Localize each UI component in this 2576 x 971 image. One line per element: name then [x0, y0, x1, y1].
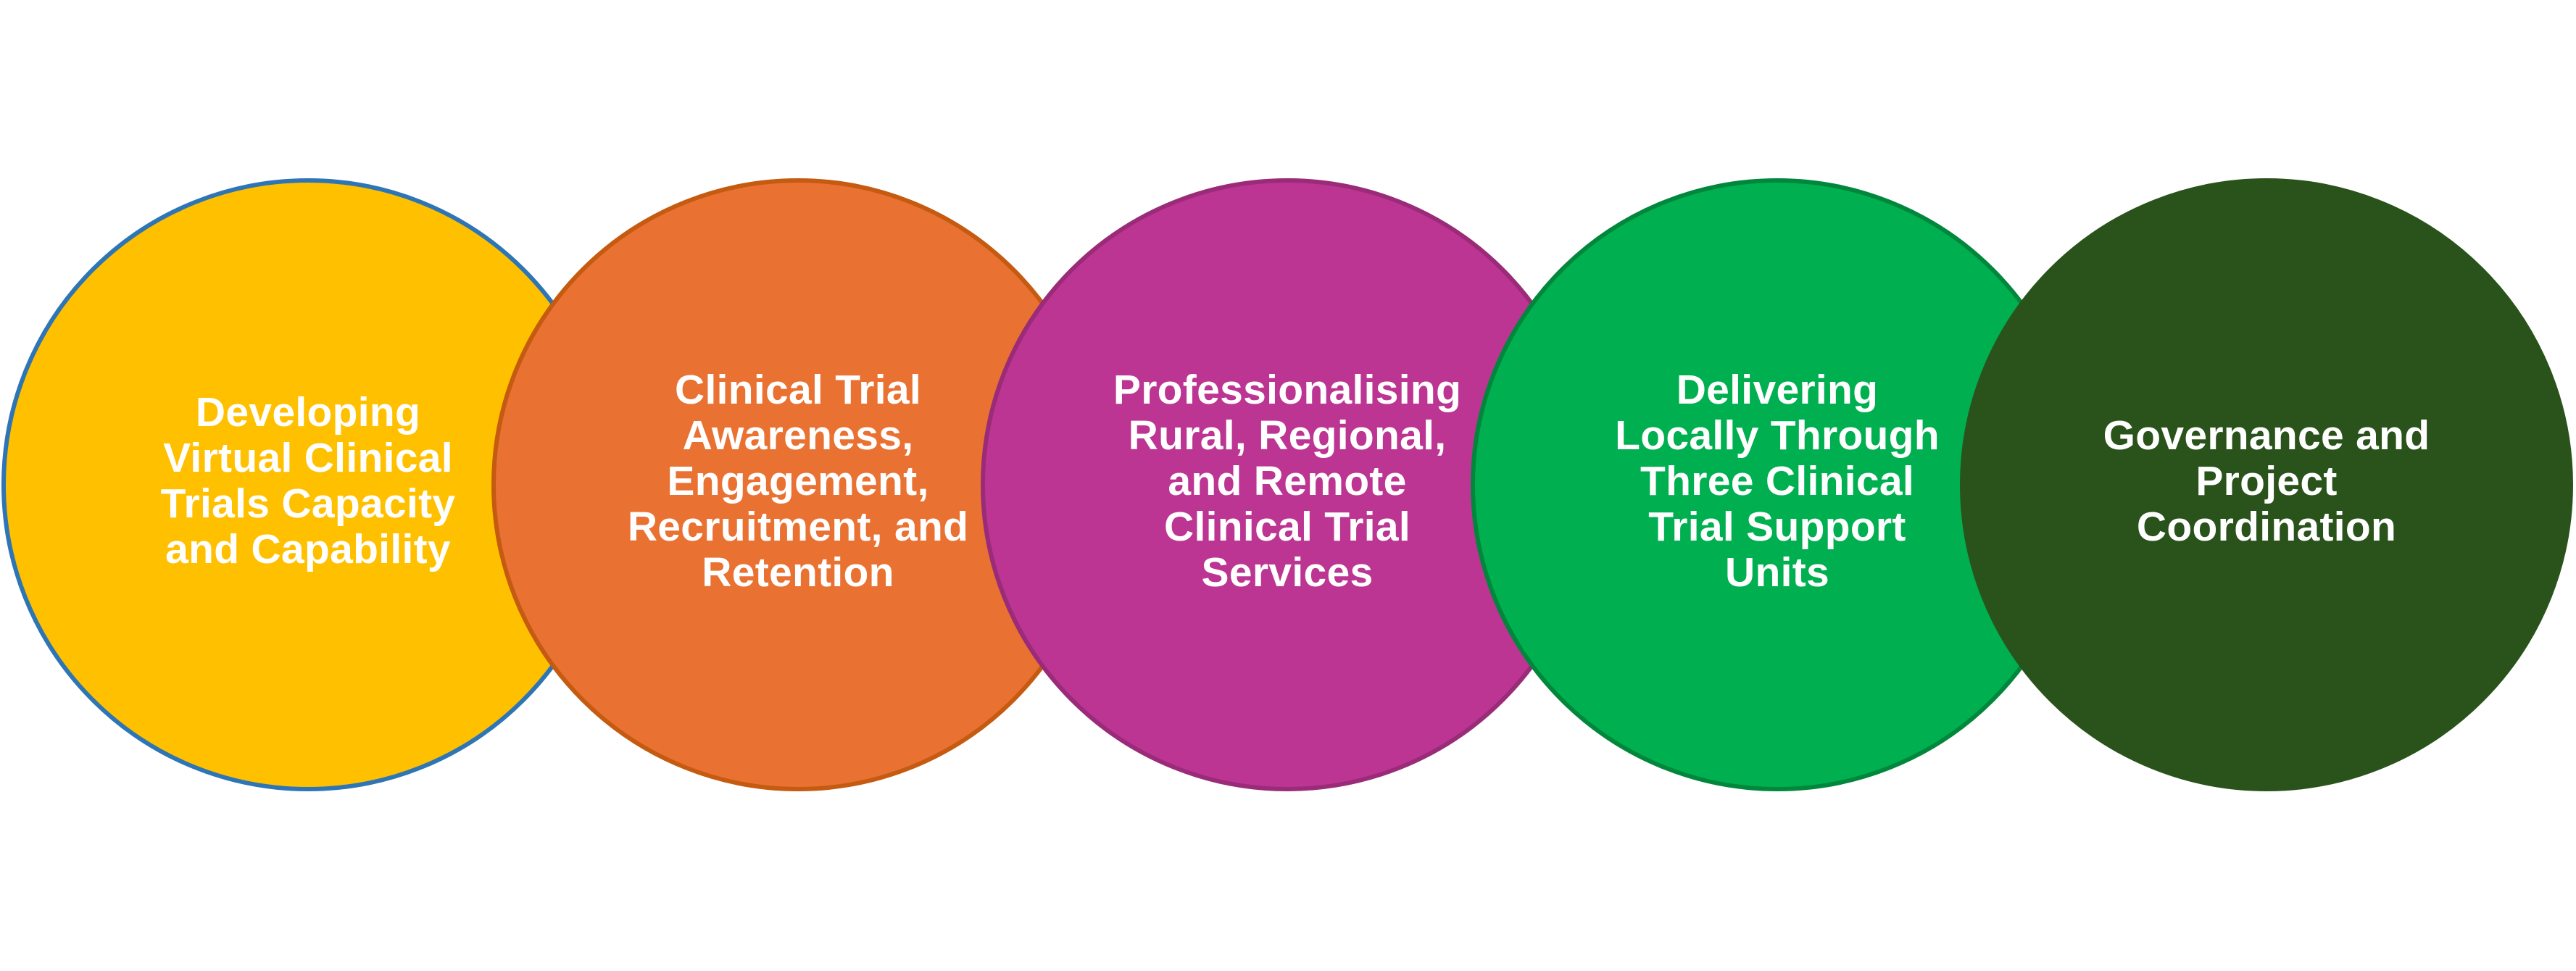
circle-professionalising-services: Professionalising Rural, Regional, and R…: [981, 178, 1594, 791]
circle-label-professionalising-services: Professionalising Rural, Regional, and R…: [1113, 366, 1462, 596]
circle-label-governance: Governance and Project Coordination: [2103, 412, 2430, 550]
circle-label-awareness-engagement: Clinical Trial Awareness, Engagement, Re…: [627, 366, 969, 596]
circle-governance: Governance and Project Coordination: [1960, 178, 2573, 791]
circle-label-support-units: Delivering Locally Through Three Clinica…: [1615, 366, 1940, 596]
circle-label-virtual-trials: Developing Virtual Clinical Trials Capac…: [160, 389, 456, 572]
